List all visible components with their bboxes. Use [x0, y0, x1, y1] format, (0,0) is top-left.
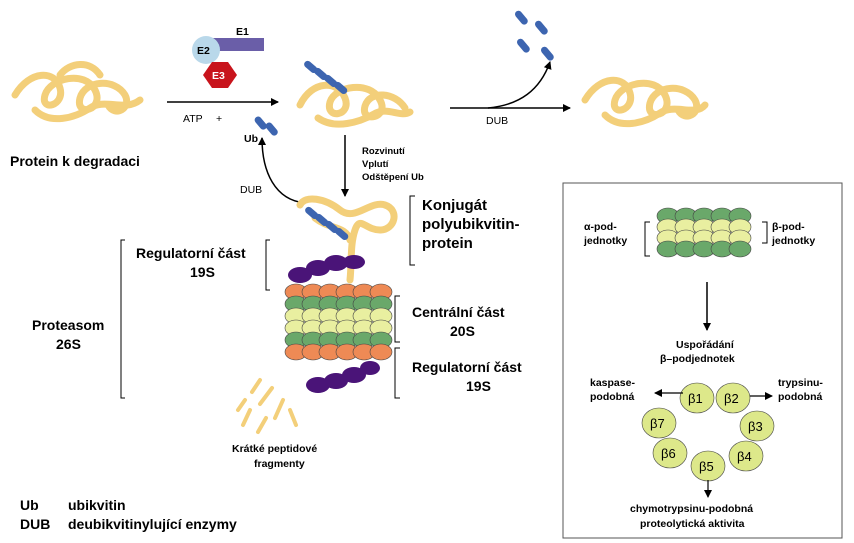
beta-subunit-label: β1 — [688, 391, 703, 406]
released-protein-icon — [581, 76, 709, 128]
arrange-line2: β–podjednotek — [660, 353, 735, 365]
beta-subunit: β7 — [641, 407, 677, 439]
beta-subunit-label: β4 — [737, 449, 752, 464]
chymo-line2: proteolytická aktivita — [640, 518, 745, 530]
regulatory-cap-top-shape — [288, 255, 365, 283]
proteasome-line2: 26S — [56, 336, 81, 352]
legend-dub-abbr: DUB — [20, 516, 50, 532]
conjugate-ubiquitin-chain-icon — [305, 206, 349, 241]
e2-label: E2 — [197, 45, 210, 57]
protein-substrate-icon — [11, 61, 144, 123]
polyubiquitin-chain-icon — [304, 60, 348, 95]
ub-label: Ub — [244, 133, 258, 145]
ubiquitin-icon — [254, 116, 267, 130]
unfold-line3: Odštěpení Ub — [362, 172, 424, 183]
atp-label: ATP — [183, 113, 203, 125]
alpha-line2: jednotky — [583, 235, 627, 247]
beta-subunit: β4 — [728, 440, 764, 472]
conjugate-line2: polyubikvitin- — [422, 216, 520, 233]
central-line1: Centrální část — [412, 304, 505, 320]
inset-proteasome-core-shape — [656, 207, 752, 258]
beta-subunit-shape — [728, 440, 764, 472]
unfold-line2: Vplutí — [362, 159, 389, 170]
caspase-line1: kaspase- — [590, 377, 635, 389]
conjugate-line3: protein — [422, 235, 473, 252]
peptides-line2: fragmenty — [254, 458, 305, 470]
proteasome-line1: Proteasom — [32, 317, 104, 333]
proteasome-core-shape — [284, 283, 393, 361]
dub-recycle-arrow — [258, 137, 306, 204]
legend-dub-text: deubikvitinylující enzymy — [68, 516, 237, 532]
unfold-line1: Rozvinutí — [362, 146, 405, 157]
beta-subunit: β3 — [739, 410, 775, 442]
beta-subunit-label: β7 — [650, 416, 665, 431]
beta-subunit-label: β3 — [748, 419, 763, 434]
core-ring-segment — [369, 343, 393, 361]
beta-subunit-label: β2 — [724, 391, 739, 406]
dub-left-label: DUB — [240, 184, 262, 196]
beta-subunit: β6 — [652, 437, 688, 469]
reg-top-line2: 19S — [190, 264, 215, 280]
released-ubiquitin-icon — [514, 10, 554, 61]
reg-top-line1: Regulatorní část — [136, 245, 246, 261]
beta-subunit-shape — [641, 407, 677, 439]
e1-label: E1 — [236, 26, 249, 38]
legend-ub-text: ubikvitin — [68, 497, 126, 513]
reg-bottom-line2: 19S — [466, 378, 491, 394]
beta-subunit-label: β6 — [661, 446, 676, 461]
beta-subunit: β2 — [715, 382, 751, 414]
beta-subunit-label: β5 — [699, 459, 714, 474]
beta-subunit-shape — [739, 410, 775, 442]
peptides-line1: Krátké peptidové — [232, 443, 317, 455]
ubiquitinated-protein-icon — [296, 81, 414, 128]
e3-enzyme-shape — [203, 62, 237, 88]
beta-line1: β-pod- — [772, 221, 805, 233]
caspase-line2: podobná — [590, 391, 634, 403]
beta-subunit-shape — [652, 437, 688, 469]
ubiquitin-release-arrow — [487, 61, 552, 109]
chymo-line1: chymotrypsinu-podobná — [630, 503, 753, 515]
legend-ub-abbr: Ub — [20, 497, 39, 513]
reg-bottom-line1: Regulatorní část — [412, 359, 522, 375]
alpha-line1: α-pod- — [584, 221, 617, 233]
arrange-line1: Uspořádání — [676, 339, 735, 351]
conjugate-line1: Konjugát — [422, 197, 487, 214]
trypsin-line2: podobná — [778, 391, 822, 403]
trypsin-line1: trypsinu- — [778, 377, 823, 389]
reg-top-bracket — [265, 239, 270, 291]
peptide-fragments-icon — [236, 378, 298, 434]
central-line2: 20S — [450, 323, 475, 339]
beta-subunit: β5 — [690, 450, 726, 482]
e2-enzyme-shape — [192, 36, 220, 64]
dub-top-label: DUB — [486, 115, 508, 127]
conjugate-bracket — [409, 195, 415, 266]
regulatory-cap-bottom-shape — [306, 361, 380, 393]
inset-ring-segment — [728, 240, 752, 258]
beta-subunit-shape — [679, 382, 715, 414]
alpha-bracket — [644, 221, 650, 257]
ubiquitin-icon — [265, 122, 278, 136]
reg-bottom-bracket — [394, 347, 400, 399]
beta-bracket — [762, 221, 768, 244]
beta-subunit: β1 — [679, 382, 715, 414]
protein-label: Protein k degradaci — [10, 153, 140, 169]
beta-subunit-shape — [715, 382, 751, 414]
plus-sign: + — [216, 113, 222, 125]
central-bracket — [394, 295, 400, 343]
proteasome-bracket — [120, 239, 125, 399]
beta-line2: jednotky — [771, 235, 815, 247]
e3-label: E3 — [212, 70, 225, 82]
